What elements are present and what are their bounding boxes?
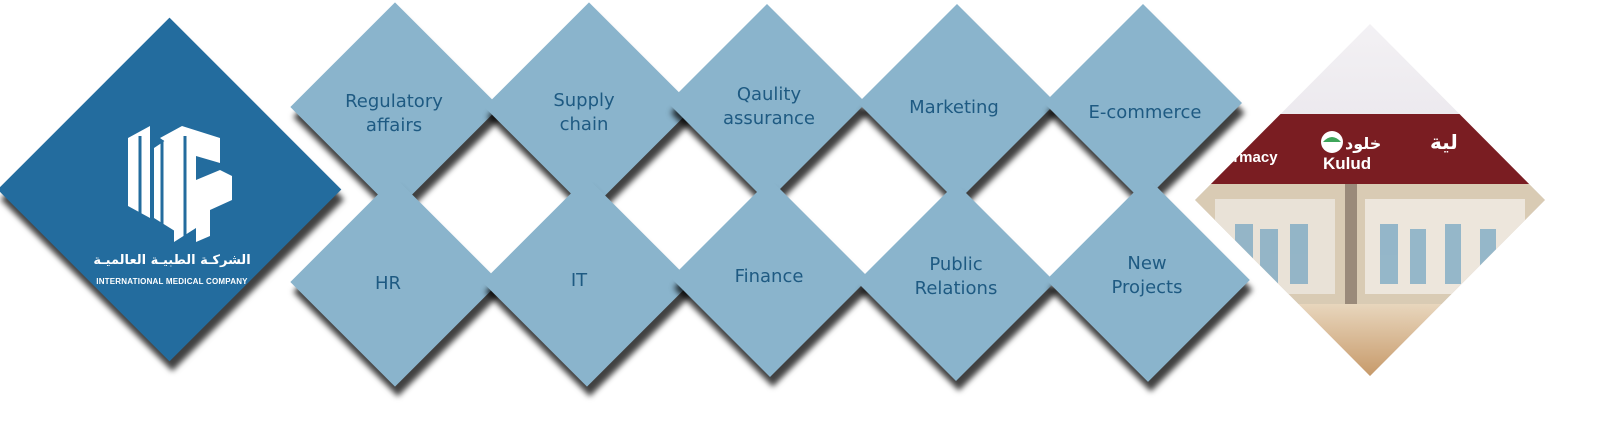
label-new-projects: New Projects — [1111, 253, 1183, 298]
label-quality-assurance: Qaulity assurance — [722, 84, 815, 129]
company-name-english: INTERNATIONAL MEDICAL COMPANY — [96, 277, 248, 286]
label-public-relations: Public Relations — [914, 254, 998, 299]
label-finance: Finance — [734, 266, 804, 287]
label-supply-chain: Supply chain — [553, 90, 615, 135]
store-photo: armacy خلود Kulud لية — [1195, 24, 1545, 376]
label-marketing: Marketing — [909, 97, 999, 118]
store-sign-right: لية — [1430, 130, 1458, 154]
label-hr: HR — [374, 273, 402, 294]
imc-logo-icon — [128, 126, 232, 242]
store-sign-left: armacy — [1225, 149, 1278, 166]
store-sign-arabic: خلود — [1345, 134, 1381, 153]
company-name-arabic: الشركـة الطبيـة العالميـة — [93, 253, 251, 268]
label-regulatory-affairs: Regulatory affairs — [345, 91, 443, 136]
label-it: IT — [570, 270, 588, 291]
store-sign-brand: Kulud — [1323, 154, 1371, 173]
label-e-commerce: E-commerce — [1088, 102, 1202, 123]
